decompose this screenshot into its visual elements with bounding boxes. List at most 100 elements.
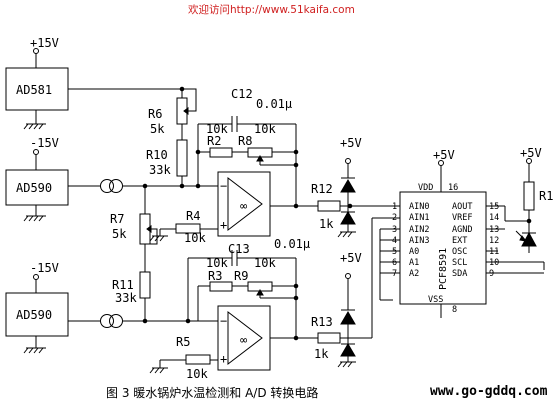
pin-number-9: 9 <box>489 269 494 279</box>
opamp-plus: + <box>220 218 227 232</box>
r6-value: 5k <box>150 122 165 136</box>
vss-pin-number: 8 <box>452 305 457 315</box>
current-source-top <box>68 179 218 193</box>
ground-icon <box>337 361 356 368</box>
r10-value: 33k <box>149 163 171 177</box>
pin-name-vref: VREF <box>452 213 472 223</box>
opamp-infinity-icon: ∞ <box>240 333 247 347</box>
r7-r4-network <box>139 186 218 324</box>
pin-name-ain3: AIN3 <box>409 236 429 246</box>
ad590-bottom-block: AD590 <box>5 292 69 354</box>
r8-label: R8 <box>238 134 252 148</box>
ground-icon <box>23 347 46 354</box>
pin-number-13: 13 <box>489 225 499 235</box>
diode-icon <box>340 179 356 193</box>
r1-label: R1 <box>539 189 553 203</box>
r12-value: 1k <box>319 217 334 231</box>
r3-value: 10k <box>206 256 228 270</box>
pin-name-aout: AOUT <box>452 202 472 212</box>
r5-value: 10k <box>186 367 208 381</box>
r13-supply: +5V <box>340 251 362 265</box>
ad581-block: AD581 <box>5 67 69 130</box>
ground-icon <box>23 215 46 222</box>
vss-label: VSS <box>428 295 443 305</box>
pin-name-ain2: AIN2 <box>409 225 429 235</box>
r9-value: 10k <box>254 256 276 270</box>
r13-resistor <box>317 332 341 344</box>
r2-value: 10k <box>206 122 228 136</box>
r7-label: R7 <box>110 212 124 226</box>
ground-icon <box>337 231 356 238</box>
ref-wires <box>68 86 197 189</box>
r7-value: 5k <box>112 227 127 241</box>
pin-name-a0: A0 <box>409 247 419 257</box>
pin-number-4: 4 <box>392 236 397 246</box>
current-source-bottom <box>68 314 218 328</box>
ad581-label: AD581 <box>16 83 52 97</box>
supply-label: -15V <box>30 261 59 275</box>
wiper-arrow-icon <box>256 289 264 296</box>
pin-name-ain1: AIN1 <box>409 213 429 223</box>
opamp-minus: − <box>220 314 227 328</box>
pin-number-3: 3 <box>392 225 397 235</box>
pin-name-ext: EXT <box>452 236 467 246</box>
opamp2-feedback <box>185 250 299 338</box>
ground-icon <box>149 235 168 242</box>
arrow-icon <box>519 235 528 242</box>
figure-caption: 图 3 暖水锅炉水温检测和 A/D 转换电路 <box>106 385 318 400</box>
r13-label: R13 <box>311 315 333 329</box>
opamp1: − + ∞ <box>217 171 318 237</box>
pin-number-7: 7 <box>392 269 397 279</box>
pin-number-10: 10 <box>489 258 499 268</box>
supply-plus15-top: +15V <box>30 36 59 68</box>
pin-name-ain0: AIN0 <box>409 202 429 212</box>
pin-name-scl: SCL <box>452 258 467 268</box>
footer-url: www.go-gddq.com <box>430 384 548 399</box>
pin-number-15: 15 <box>489 202 499 212</box>
pin-number-2: 2 <box>392 213 397 223</box>
r11-resistor <box>139 271 151 299</box>
opamp-minus: − <box>220 179 227 193</box>
r10-label: R10 <box>146 148 168 162</box>
wiper-arrow-icon <box>256 155 264 162</box>
supply-minus15-mid: -15V <box>30 136 59 170</box>
r1-supply: +5V <box>520 146 542 160</box>
supply-label: -15V <box>30 136 59 150</box>
diode-icon <box>340 211 356 225</box>
c12-value: 0.01µ <box>256 97 292 111</box>
r5-resistor <box>185 354 211 365</box>
opamp-infinity-icon: ∞ <box>240 199 247 213</box>
ad590-top-block: AD590 <box>5 169 69 222</box>
pcf8591-wiring <box>379 205 545 301</box>
pcf8591-chip: VDD 16 VSS 8 PCF8591 <box>399 160 487 318</box>
r13-value: 1k <box>314 347 329 361</box>
vdd-label: VDD <box>418 183 433 193</box>
pin-number-1: 1 <box>392 202 397 212</box>
c12-label: C12 <box>231 87 253 101</box>
pin-number-11: 11 <box>489 247 499 257</box>
r4-label: R4 <box>186 209 200 223</box>
ground-icon <box>23 123 46 130</box>
r2-label: R2 <box>207 134 221 148</box>
r8-value: 10k <box>254 122 276 136</box>
r1-reference <box>504 158 537 253</box>
r11-value: 33k <box>115 291 137 305</box>
c13-label: C13 <box>228 242 250 256</box>
ad590-label: AD590 <box>16 181 52 195</box>
r5-network <box>149 354 218 374</box>
r12-label: R12 <box>311 182 333 196</box>
wiper-arrow-icon <box>183 107 189 115</box>
r5-label: R5 <box>176 335 190 349</box>
r12-resistor <box>317 200 341 212</box>
diode-icon <box>340 311 356 325</box>
ad590-label: AD590 <box>16 308 52 322</box>
pin-name-sda: SDA <box>452 269 467 279</box>
supply-minus15-low: -15V <box>30 261 59 293</box>
pin-number-5: 5 <box>392 247 397 257</box>
vdd-supply: +5V <box>433 148 455 162</box>
c13-value: 0.01µ <box>274 237 310 251</box>
r12-clamp <box>317 158 390 238</box>
header-banner: 欢迎访问http://www.51kaifa.com <box>188 3 355 16</box>
